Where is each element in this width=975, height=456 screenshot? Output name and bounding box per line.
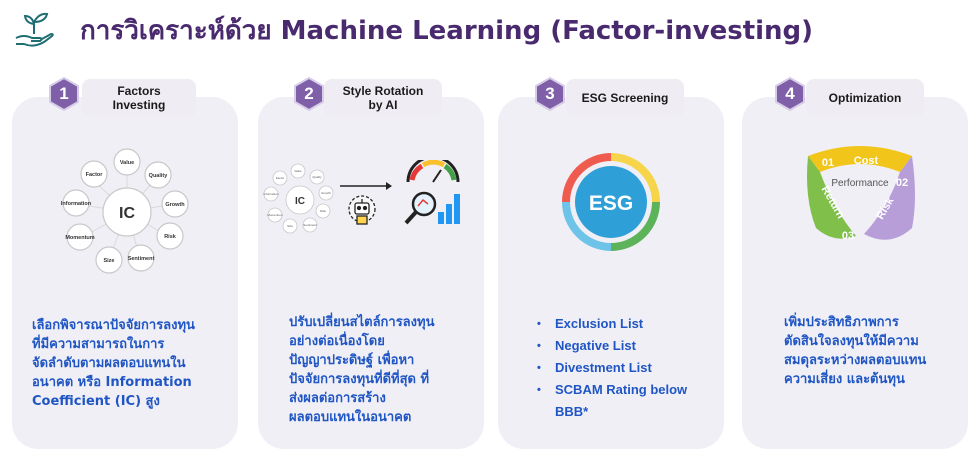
tab-optimization: Optimization (806, 79, 924, 117)
list-item: Negative List (535, 335, 687, 357)
desc-line: เพิ่มประสิทธิภาพการ (784, 315, 899, 330)
tab-line: Investing (112, 98, 166, 112)
step-number: 4 (785, 84, 795, 103)
factor-node: Information (61, 201, 92, 207)
style-rotation-description: ปรับเปลี่ยนสไตล์การลงทุน อย่างต่อเนื่องโ… (289, 313, 479, 427)
step-badge-2: 2 (292, 77, 326, 111)
desc-line: ปัญญาประดิษฐ์ เพื่อหา (289, 353, 415, 368)
factor-node: Risk (164, 234, 177, 240)
factor-node: Quality (149, 173, 169, 179)
step-number: 3 (545, 84, 555, 103)
tab-line: ESG Screening (581, 91, 669, 105)
desc-line: ที่มีความสามารถในการ (32, 337, 165, 352)
step-badge-1: 1 (47, 77, 81, 111)
step-badge-3: 3 (533, 77, 567, 111)
desc-line: จัดลำดับตามผลตอบแทนใน (32, 356, 186, 371)
tab-esg-screening: ESG Screening (566, 79, 684, 117)
factors-description: เลือกพิจารณาปัจจัยการลงทุน ที่มีความสามา… (32, 316, 232, 411)
segment-number: 02 (896, 177, 908, 189)
segment-number: 03 (842, 230, 854, 242)
desc-line: สมดุลระหว่างผลตอบแทน (784, 353, 927, 368)
ic-center-label: IC (295, 196, 305, 207)
segment-label: Cost (854, 155, 879, 167)
esg-ring-icon: ESG (562, 153, 660, 251)
desc-line: ตัดสินใจลงทุนให้มีความ (784, 334, 919, 349)
desc-line: อย่างต่อเนื่องโดย (289, 334, 385, 349)
desc-line: อนาคต หรือ Information (32, 375, 192, 390)
desc-line: ส่งผลต่อการสร้าง (289, 391, 386, 406)
desc-line: Coefficient (IC) สูง (32, 394, 160, 409)
desc-line: ผลตอบแทนในอนาคต (289, 410, 412, 425)
robot-icon (348, 195, 376, 225)
list-item-text: BBB* (555, 404, 589, 419)
factor-node: Growth (321, 191, 331, 195)
factor-node: Growth (165, 202, 185, 208)
list-item-continuation: BBB* (535, 401, 687, 423)
factor-node: Size (103, 258, 114, 264)
factor-node: Risk (320, 209, 326, 213)
tab-line: by AI (368, 98, 398, 112)
factor-node: Value (120, 160, 134, 166)
esg-label: ESG (589, 192, 633, 215)
tab-line: Style Rotation (342, 84, 424, 98)
card-style-rotation (258, 97, 484, 449)
factor-node: Value (294, 169, 302, 173)
hand-plant-icon (12, 8, 56, 52)
step-number: 2 (304, 84, 314, 103)
tab-line: Optimization (828, 91, 902, 105)
desc-line: ความเสี่ยง และต้นทุน (784, 372, 905, 387)
step-badge-4: 4 (773, 77, 807, 111)
factor-node: Sentiment (128, 256, 155, 262)
ic-factor-diagram: IC Factor Value Quality Growth Risk Sent… (61, 148, 189, 274)
factor-node: Momentum (267, 213, 283, 217)
list-item: Exclusion List (535, 313, 687, 335)
factor-node: Sentiment (303, 223, 317, 227)
tab-line: Factors (117, 84, 161, 98)
factor-node: Quality (312, 175, 322, 179)
step-number: 1 (59, 84, 69, 103)
factor-node: Information (263, 192, 278, 196)
factor-node: Size (287, 224, 293, 228)
esg-bullet-list: Exclusion List Negative List Divestment … (535, 313, 687, 423)
style-rotation-diagram: IC Value Quality Growth Risk Sentiment S… (263, 160, 460, 234)
desc-line: ปัจจัยการลงทุนที่ดีที่สุด ที่ (289, 372, 430, 387)
optimization-description: เพิ่มประสิทธิภาพการ ตัดสินใจลงทุนให้มีคว… (784, 313, 964, 389)
page-title: การวิเคราะห์ด้วย Machine Learning (Facto… (80, 16, 814, 46)
analytics-dashboard-icon (404, 160, 460, 225)
desc-line: เลือกพิจารณาปัจจัยการลงทุน (32, 318, 195, 333)
factor-node: Factor (276, 176, 285, 180)
center-label: Performance (831, 178, 889, 189)
desc-line: ปรับเปลี่ยนสไตล์การลงทุน (289, 315, 435, 330)
ic-center-label: IC (119, 205, 135, 222)
factor-node: Factor (86, 172, 104, 178)
optimization-cycle-icon: 01 Cost 02 Risk 03 Return Performance (807, 146, 915, 242)
factor-node: Momentum (65, 235, 94, 241)
segment-number: 01 (822, 157, 834, 169)
list-item: Divestment List (535, 357, 687, 379)
list-item: SCBAM Rating below (535, 379, 687, 401)
